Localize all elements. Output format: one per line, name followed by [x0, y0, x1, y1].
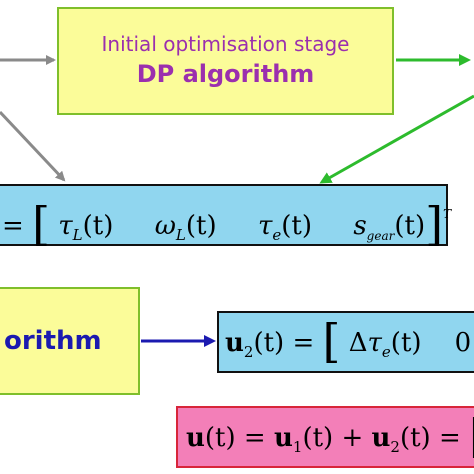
algorithm-box: orithm: [0, 287, 140, 395]
u1-term-tau-l: τ: [58, 211, 73, 241]
u2-equation: u2(t) = [ Δτe(t) 0: [225, 314, 472, 368]
u2-vector-box: u2(t) = [ Δτe(t) 0: [217, 311, 474, 373]
u1-transpose: T: [443, 207, 452, 221]
u1-vector-box: = [ τL(t) ωL(t) τe(t) sgear(t)]T: [0, 184, 451, 247]
sum-equation: u(t) = u1(t) + u2(t) = [: [186, 413, 474, 469]
sum-equation-box: u(t) = u1(t) + u2(t) = [: [176, 406, 474, 468]
u2-zero: 0: [454, 328, 472, 358]
sum-bracket-open: [: [469, 409, 474, 463]
initial-optimisation-stage-box: Initial optimisation stage DP algorithm: [57, 7, 394, 115]
u1-equals: =: [2, 211, 33, 241]
u1-bracket-close: ]: [425, 197, 444, 251]
u1-term-tau-e: τ: [257, 211, 273, 241]
u1-equation: = [ τL(t) ωL(t) τe(t) sgear(t)]T: [2, 197, 452, 251]
stage-title: Initial optimisation stage: [101, 32, 350, 56]
algorithm-label: orithm: [4, 326, 102, 356]
u2-symbol: u: [225, 328, 244, 358]
u1-bracket-open: [: [32, 197, 51, 251]
u1-term-s-gear: s: [353, 211, 367, 241]
arrow-green-to-u1: [319, 94, 474, 184]
u1-term-omega-l: ω: [154, 211, 176, 241]
dp-algorithm-label: DP algorithm: [136, 60, 315, 88]
u2-bracket-open: [: [322, 314, 341, 368]
sum-lhs-symbol: u: [186, 423, 205, 453]
u2-delta: Δ: [348, 328, 368, 358]
arrow-to-u1: [0, 110, 66, 182]
